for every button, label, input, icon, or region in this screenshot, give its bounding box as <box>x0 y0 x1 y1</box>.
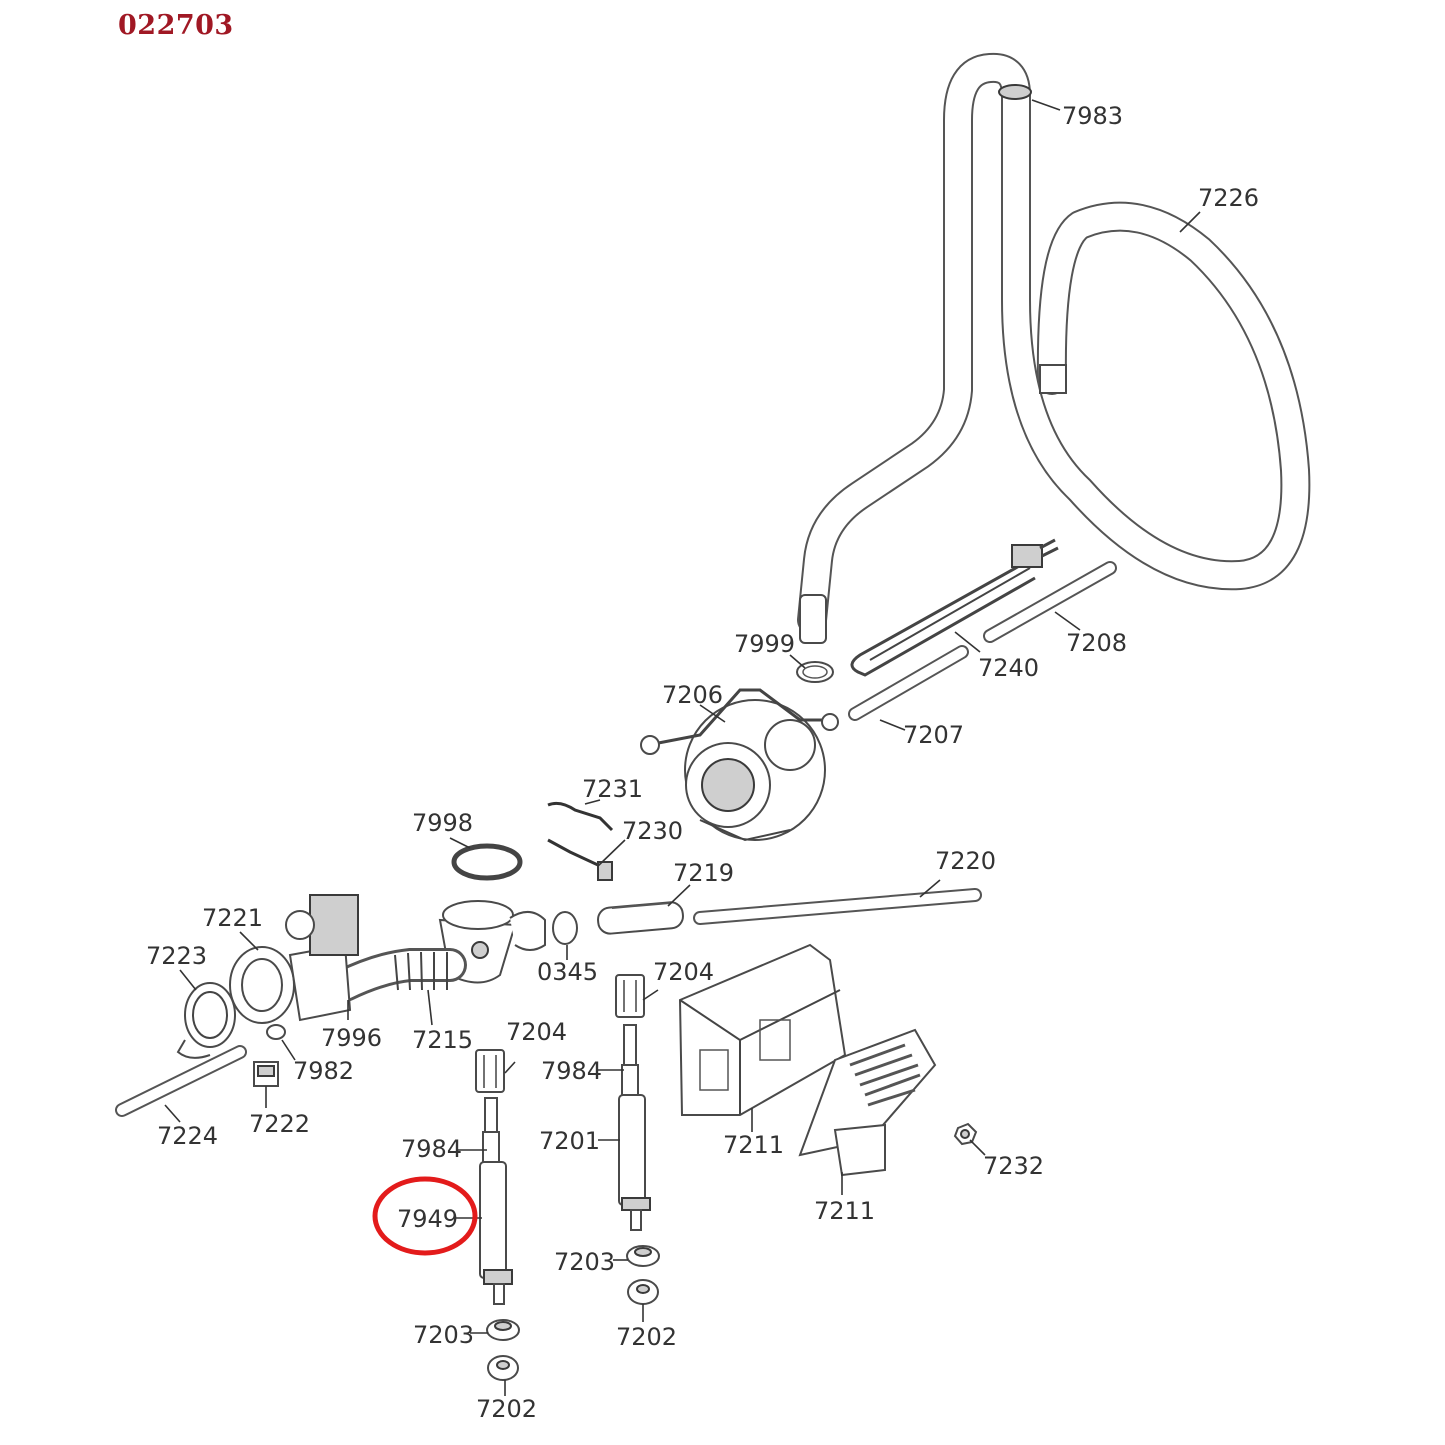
label-7203-right: 7203 <box>554 1248 615 1276</box>
circulation-pump <box>640 688 839 842</box>
sensor-7201 <box>618 1024 651 1231</box>
label-7215: 7215 <box>412 1026 473 1054</box>
label-7222: 7222 <box>249 1110 310 1138</box>
heater-7219 <box>597 901 684 935</box>
label-7949: 7949 <box>397 1205 458 1233</box>
connector-7204-left <box>475 1049 505 1093</box>
block-7222 <box>253 1061 279 1087</box>
tube-7207 <box>848 645 969 721</box>
control-housing-7211 <box>678 943 847 1116</box>
part-labels: 7983 7226 7999 7240 7208 7206 7207 7231 … <box>146 102 1259 1423</box>
cap-7982 <box>266 1024 286 1040</box>
label-7982: 7982 <box>293 1057 354 1085</box>
grommet-7203-left <box>486 1319 520 1341</box>
label-7231: 7231 <box>582 775 643 803</box>
diagram-id: 022703 <box>118 10 234 41</box>
label-7226: 7226 <box>1198 184 1259 212</box>
label-7223: 7223 <box>146 942 207 970</box>
label-7984-right: 7984 <box>541 1057 602 1085</box>
clamp-7998 <box>451 843 523 881</box>
label-7202-left: 7202 <box>476 1395 537 1423</box>
wire-harness-7230 <box>547 838 613 881</box>
label-7202-right: 7202 <box>616 1323 677 1351</box>
label-7211-housing: 7211 <box>723 1131 784 1159</box>
drain-hose <box>797 52 1311 644</box>
label-7240: 7240 <box>978 654 1039 682</box>
label-7201: 7201 <box>539 1127 600 1155</box>
label-7221: 7221 <box>202 904 263 932</box>
corrugated-hose <box>328 948 467 1002</box>
label-7204-right: 7204 <box>653 958 714 986</box>
sensor-7949 <box>479 1097 513 1305</box>
bearing-7202-right <box>627 1279 659 1305</box>
label-7219: 7219 <box>673 859 734 887</box>
tube-7208 <box>983 561 1117 643</box>
wire-harness-7231 <box>547 801 614 832</box>
label-7998: 7998 <box>412 809 473 837</box>
label-7996: 7996 <box>321 1024 382 1052</box>
drain-pump <box>229 894 359 1024</box>
label-7204-left: 7204 <box>506 1018 567 1046</box>
heating-element <box>850 538 1059 677</box>
label-7220: 7220 <box>935 847 996 875</box>
label-7999: 7999 <box>734 630 795 658</box>
leader-lines <box>164 99 1201 1396</box>
label-7224: 7224 <box>157 1122 218 1150</box>
clamp-7999 <box>796 661 834 683</box>
tube-7224 <box>115 1045 247 1117</box>
tube-7220 <box>693 888 982 925</box>
label-7983: 7983 <box>1062 102 1123 130</box>
nut-7232 <box>953 1122 978 1146</box>
o-ring-0345 <box>552 911 578 945</box>
connector-7204-right <box>615 974 645 1018</box>
label-7211-board: 7211 <box>814 1197 875 1225</box>
label-7206: 7206 <box>662 681 723 709</box>
bearing-7202-left <box>487 1355 519 1381</box>
label-0345: 0345 <box>537 958 598 986</box>
label-7232: 7232 <box>983 1152 1044 1180</box>
label-7203-left: 7203 <box>413 1321 474 1349</box>
grommet-7203-right <box>626 1245 660 1267</box>
control-board-7211 <box>798 1028 937 1177</box>
label-7207: 7207 <box>903 721 964 749</box>
label-7984-left: 7984 <box>401 1135 462 1163</box>
inlet-ring-7223 <box>176 982 236 1059</box>
label-7230: 7230 <box>622 817 683 845</box>
highlight-circle-7949 <box>372 1176 478 1256</box>
label-7208: 7208 <box>1066 629 1127 657</box>
